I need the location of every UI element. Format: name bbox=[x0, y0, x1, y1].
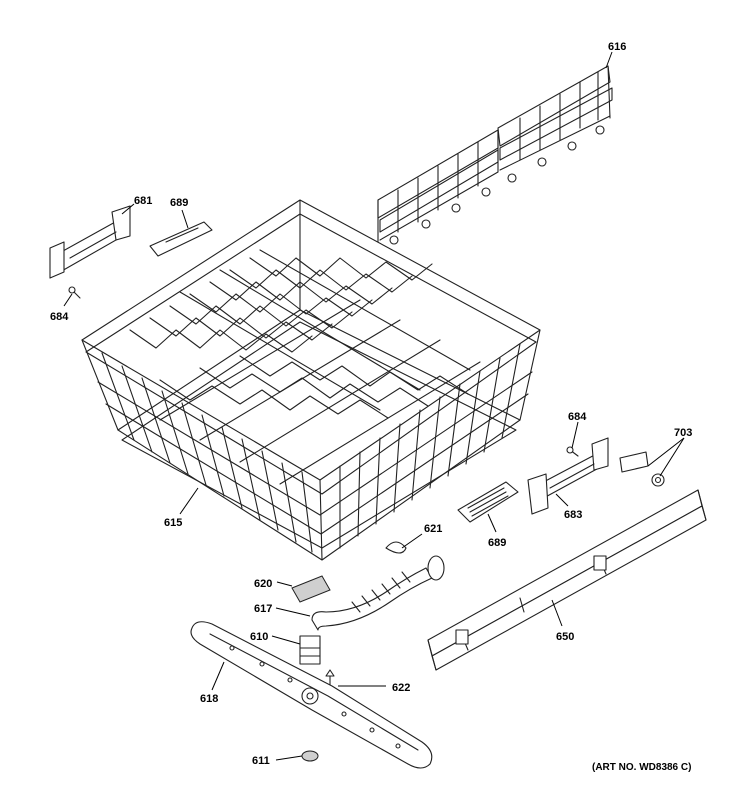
handle-689-right bbox=[457, 481, 519, 523]
label-689-top: 689 bbox=[170, 197, 188, 209]
stop-wheel-703 bbox=[619, 451, 665, 487]
rack-rail-616 bbox=[377, 65, 613, 245]
label-617: 617 bbox=[254, 603, 272, 615]
label-616: 616 bbox=[608, 41, 626, 53]
handle-689-top bbox=[149, 221, 213, 257]
label-681: 681 bbox=[134, 195, 152, 207]
bracket-683 bbox=[527, 437, 609, 515]
label-684-top: 684 bbox=[50, 311, 69, 323]
label-684-right: 684 bbox=[568, 411, 587, 423]
label-650: 650 bbox=[556, 631, 574, 643]
bracket-681 bbox=[49, 205, 131, 279]
label-703: 703 bbox=[674, 427, 692, 439]
art-number: (ART NO. WD8386 C) bbox=[592, 762, 691, 773]
clip-621 bbox=[385, 541, 407, 554]
label-618: 618 bbox=[200, 693, 218, 705]
label-689-right: 689 bbox=[488, 537, 506, 549]
spray-arm-618 bbox=[190, 621, 433, 769]
bearing-610 bbox=[299, 635, 321, 665]
label-622: 622 bbox=[392, 682, 410, 694]
label-611: 611 bbox=[252, 755, 270, 767]
leader-lines bbox=[63, 51, 685, 761]
label-621: 621 bbox=[424, 523, 442, 535]
upper-rack-615 bbox=[81, 199, 541, 561]
cover-620 bbox=[291, 575, 331, 603]
screw-684-right bbox=[566, 446, 579, 457]
label-620: 620 bbox=[254, 578, 272, 590]
screw-684-top bbox=[68, 286, 81, 299]
label-615: 615 bbox=[164, 517, 182, 529]
supply-tube-617 bbox=[311, 555, 445, 631]
drawer-slide-650 bbox=[427, 489, 707, 671]
cap-611 bbox=[301, 750, 319, 762]
label-683: 683 bbox=[564, 509, 582, 521]
label-610: 610 bbox=[250, 631, 268, 643]
